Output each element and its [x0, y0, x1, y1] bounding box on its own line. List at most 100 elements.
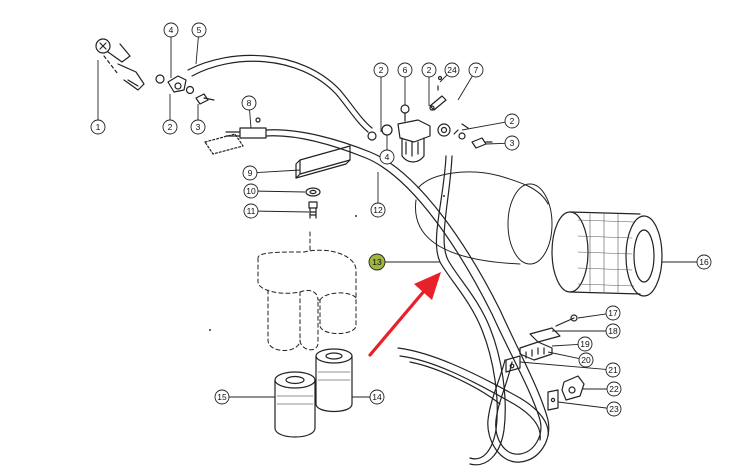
callout-circle-6: [397, 62, 413, 78]
callout-circle-23: [606, 401, 622, 417]
leader-line-24: [439, 74, 448, 83]
callout-7[interactable]: 7: [468, 62, 484, 78]
leader-line-9: [256, 169, 301, 174]
part-10-washer: [305, 187, 321, 197]
callout-label-22: 22: [609, 384, 619, 394]
callout-21[interactable]: 21: [605, 362, 621, 378]
callout-circle-8: [241, 95, 257, 111]
callout-14[interactable]: 14: [369, 389, 385, 405]
part-8-fitting: [204, 117, 267, 155]
callout-label-2: 2: [427, 65, 432, 75]
callout-12[interactable]: 12: [370, 202, 386, 218]
callout-circle-11: [243, 203, 259, 219]
part-18-plate: [529, 327, 561, 343]
callout-label-16: 16: [699, 257, 709, 267]
callout-23[interactable]: 23: [606, 401, 622, 417]
leader-line-11: [257, 210, 310, 213]
leader-lines: [97, 36, 697, 409]
part-15-cartridge: [274, 371, 316, 438]
callout-circle-3: [504, 135, 520, 151]
callout-label-3: 3: [510, 138, 515, 148]
part-22-clip: [561, 375, 585, 401]
callout-6[interactable]: 6: [397, 62, 413, 78]
callout-label-15: 15: [217, 392, 227, 402]
arrow-head: [414, 272, 441, 300]
callout-label-14: 14: [372, 392, 382, 402]
callout-18[interactable]: 18: [605, 323, 621, 339]
callout-9[interactable]: 9: [242, 165, 258, 181]
callout-label-24: 24: [447, 65, 457, 75]
callout-15[interactable]: 15: [214, 389, 230, 405]
leader-line-3: [485, 142, 506, 145]
callout-13[interactable]: 13: [368, 253, 386, 271]
leader-line-7: [457, 75, 473, 101]
callout-16[interactable]: 16: [696, 254, 712, 270]
callout-4[interactable]: 4: [163, 22, 179, 38]
callout-circle-17: [605, 305, 621, 321]
pipe-12: [265, 129, 550, 463]
part-banjo-filter: [367, 75, 493, 149]
callout-11[interactable]: 11: [243, 203, 259, 219]
callout-circle-2: [421, 62, 437, 78]
leader-line-10: [257, 190, 306, 193]
callout-circle-21: [605, 362, 621, 378]
callout-label-9: 9: [248, 168, 253, 178]
leader-line-20: [547, 351, 580, 359]
callout-2[interactable]: 2: [373, 62, 389, 78]
callout-label-4: 4: [385, 152, 390, 162]
callout-circle-19: [577, 336, 593, 352]
part-1-tap: [95, 38, 145, 91]
callout-5[interactable]: 5: [191, 22, 207, 38]
callout-circle-24: [444, 62, 460, 78]
callout-label-3: 3: [196, 122, 201, 132]
callout-24[interactable]: 24: [444, 62, 460, 78]
callout-17[interactable]: 17: [605, 305, 621, 321]
leader-line-8: [249, 109, 252, 129]
callout-label-23: 23: [609, 404, 619, 414]
callout-1[interactable]: 1: [90, 119, 106, 135]
leader-line-21: [519, 361, 607, 370]
callout-19[interactable]: 19: [577, 336, 593, 352]
callout-2[interactable]: 2: [421, 62, 437, 78]
callout-label-1: 1: [96, 122, 101, 132]
callout-circle-5: [191, 22, 207, 38]
callout-2[interactable]: 2: [162, 119, 178, 135]
arrow-shaft: [368, 288, 427, 357]
callout-20[interactable]: 20: [578, 352, 594, 368]
callout-circle-18: [605, 323, 621, 339]
callout-label-20: 20: [581, 355, 591, 365]
part-11-bolt: [308, 201, 318, 219]
callout-circle-14: [369, 389, 385, 405]
callout-3[interactable]: 3: [190, 119, 206, 135]
callout-label-19: 19: [580, 339, 590, 349]
callout-circle-20: [578, 352, 594, 368]
callout-label-21: 21: [608, 365, 618, 375]
callout-22[interactable]: 22: [606, 381, 622, 397]
highlight-arrow: [368, 272, 441, 357]
callout-circle-12: [370, 202, 386, 218]
callout-label-18: 18: [608, 326, 618, 336]
callout-label-12: 12: [373, 205, 383, 215]
callout-3[interactable]: 3: [504, 135, 520, 151]
callout-circle-2: [504, 113, 520, 129]
callout-label-7: 7: [474, 65, 479, 75]
leader-line-2: [461, 121, 506, 131]
callout-label-2: 2: [379, 65, 384, 75]
part-17-screw: [555, 314, 578, 327]
callout-circle-9: [242, 165, 258, 181]
callout-circle-1: [90, 119, 106, 135]
callout-label-4: 4: [169, 25, 174, 35]
part-19-20-clamp: [519, 341, 553, 361]
tank-cylinder: [414, 171, 553, 265]
callout-2[interactable]: 2: [504, 113, 520, 129]
callout-8[interactable]: 8: [241, 95, 257, 111]
callout-4[interactable]: 4: [379, 149, 395, 165]
callout-10[interactable]: 10: [243, 183, 259, 199]
callout-label-2: 2: [510, 116, 515, 126]
leader-line-23: [557, 401, 608, 409]
part-6-filter: [397, 104, 431, 163]
callout-circle-2: [162, 119, 178, 135]
